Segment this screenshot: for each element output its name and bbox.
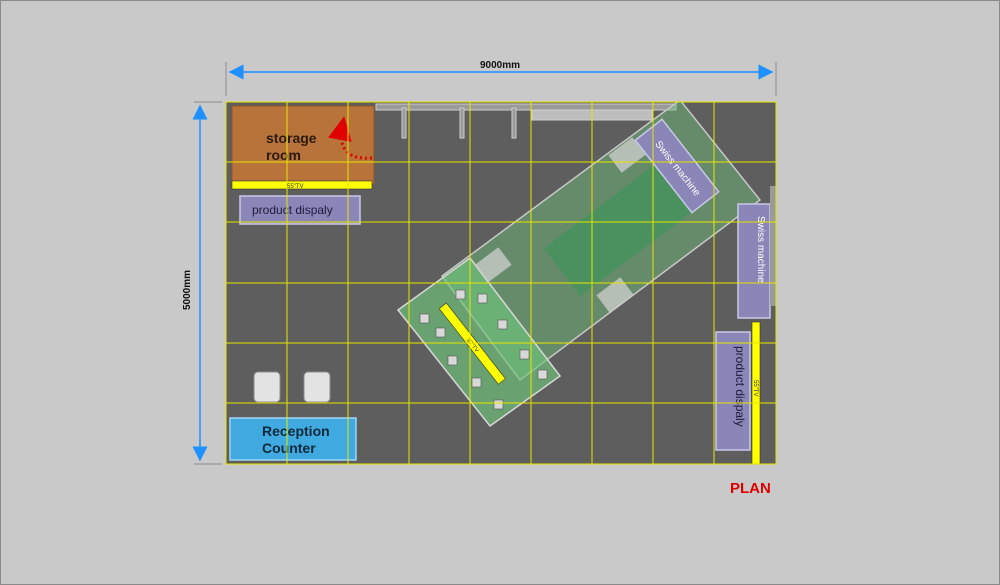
reception-counter-label-1: Reception: [262, 423, 330, 439]
chair-1: [253, 371, 281, 403]
product-display-top: [239, 195, 361, 225]
swiss-machine-right: [737, 203, 771, 319]
product-display-right: [715, 331, 751, 451]
width-dimension-label: 9000mm: [480, 60, 520, 71]
swiss-machine-right-label: Swiss machine: [755, 216, 766, 283]
storage-room-label-2: room: [266, 147, 301, 163]
storage-room-label-1: storage: [266, 130, 317, 146]
chair-2: [303, 371, 331, 403]
product-display-top-label: product dispaly: [252, 203, 333, 217]
width-dimension: [225, 62, 777, 96]
chairs: [253, 371, 331, 403]
yellow-grid: [225, 101, 777, 465]
product-display-right-label: product dispaly: [733, 346, 747, 427]
right-wall-panel: [770, 186, 776, 306]
tv-top-label: 55"TV: [287, 184, 303, 190]
door-swing-arrow: [328, 116, 373, 160]
tv-top: [231, 180, 373, 190]
reception-counter-label-2: Counter: [262, 440, 316, 456]
reception-counter: [229, 417, 357, 461]
height-dimension: [192, 101, 222, 465]
plan-title: PLAN: [730, 480, 771, 497]
tv-center: [438, 302, 506, 385]
height-dimension-label: 5000mm: [182, 270, 193, 310]
swiss-machine-diagonal: [634, 118, 720, 214]
tv-right-label: 55"TV: [752, 380, 758, 396]
